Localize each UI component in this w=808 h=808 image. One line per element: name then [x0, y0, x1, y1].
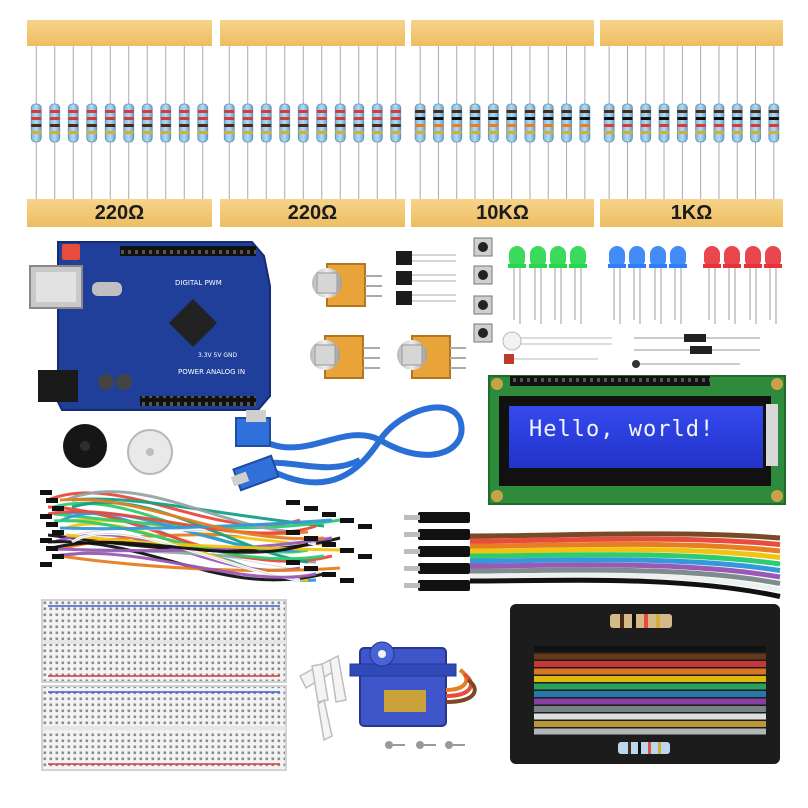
rgb-led — [502, 331, 612, 364]
svg-text:3.3V 5V GND: 3.3V 5V GND — [198, 352, 238, 359]
servo-horns — [299, 654, 347, 742]
dupont-ribbon-cable — [404, 512, 781, 599]
power-jack — [38, 370, 78, 402]
potentiometer-1 — [312, 263, 382, 307]
resistor-color-code-card — [510, 604, 780, 764]
transistors — [396, 251, 456, 305]
microcontroller-chip — [168, 298, 218, 348]
svg-text:POWER ANALOG IN: POWER ANALOG IN — [178, 368, 245, 376]
push-buttons — [473, 237, 493, 343]
resistor-strips — [27, 20, 783, 227]
screws — [385, 741, 465, 749]
resistor-strip-1 — [27, 20, 212, 227]
potentiometer-3 — [397, 335, 466, 379]
potentiometer-2 — [310, 335, 380, 379]
leds — [508, 246, 782, 324]
resistor-strip-4 — [600, 20, 783, 227]
resistor-label-220-b: 220Ω — [287, 202, 338, 224]
usb-cable — [230, 404, 465, 492]
buzzers — [63, 424, 173, 475]
lcd-1602-module — [488, 375, 786, 505]
resistor-strip-3 — [411, 20, 594, 227]
resistor-strip-2 — [220, 20, 405, 227]
lcd-display-text: Hello, world! — [529, 417, 715, 442]
diodes — [632, 334, 760, 368]
sg90-servo — [349, 641, 477, 727]
resistor-label-220-a: 220Ω — [94, 202, 145, 224]
jumper-wires-male-male — [40, 490, 372, 583]
resistor-label-1k: 1KΩ — [670, 202, 713, 224]
resistor-label-10k: 10KΩ — [476, 202, 529, 224]
reset-button — [62, 244, 80, 260]
breadboards — [41, 599, 287, 771]
arduino-uno-board: DIGITAL PWM POWER ANALOG IN 3.3V 5V GND — [29, 241, 271, 411]
svg-text:DIGITAL PWM: DIGITAL PWM — [175, 279, 222, 287]
potentiometers — [310, 263, 466, 379]
